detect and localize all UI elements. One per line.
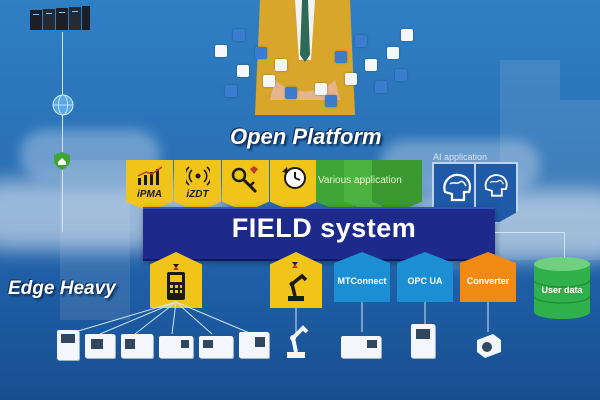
edge-heavy-heading: Edge Heavy [8, 278, 116, 299]
robot-tile[interactable] [270, 252, 322, 308]
clock-icon [282, 167, 306, 189]
key-icon [231, 166, 258, 194]
field-system-title: FIELD system [231, 213, 417, 243]
businessman-figure [255, 0, 355, 115]
server-rack-icon [30, 6, 90, 32]
various-application-label: Various application [318, 175, 402, 186]
ai-application-label: AI application [433, 152, 488, 162]
camera-sensor-icon [475, 332, 503, 358]
controller-icon [167, 264, 185, 300]
machining-center-icon [85, 334, 115, 358]
user-data-cylinder[interactable] [532, 256, 592, 320]
converter-label: Converter [466, 276, 510, 286]
cnc-controller-icon [57, 330, 79, 360]
app-tile-clock[interactable] [270, 160, 317, 212]
app-tile-label: iPMA [137, 189, 162, 200]
mtconnect-label: MTConnect [337, 276, 387, 286]
controller-tile[interactable] [150, 252, 202, 308]
brain-head-icon [484, 174, 508, 197]
opc-ua-tile[interactable]: OPC UA [397, 252, 453, 302]
floating-app-icons [215, 25, 415, 110]
app-tile-label: iZDT [186, 189, 209, 200]
machining-center-icon [121, 334, 153, 358]
opc-ua-label: OPC UA [407, 276, 443, 286]
chart-icon [137, 166, 163, 185]
various-application-tile[interactable] [372, 160, 422, 212]
connector-line [564, 232, 565, 258]
converter-tile[interactable]: Converter [460, 252, 516, 302]
signal-icon [186, 166, 210, 186]
user-data-label: User data [541, 285, 583, 295]
app-tile-key[interactable] [222, 160, 269, 212]
shield-home-icon [54, 152, 70, 170]
connector-line [62, 32, 63, 232]
app-tile-izdt[interactable]: iZDT [174, 160, 221, 212]
lathe-icon [341, 336, 381, 358]
brain-head-icon [443, 173, 472, 202]
ai-application-tile[interactable] [474, 162, 518, 224]
open-platform-heading: Open Platform [230, 124, 382, 149]
robot-arm-icon [281, 318, 311, 358]
lathe-icon [159, 336, 193, 358]
machine-connectors [67, 301, 489, 335]
app-tile-ipma[interactable]: iPMA [126, 160, 173, 212]
lathe-icon [199, 336, 233, 358]
robot-icon [288, 262, 308, 301]
vertical-machine-icon [411, 324, 435, 358]
machining-center-icon [239, 332, 269, 358]
globe-icon [52, 94, 74, 116]
mtconnect-tile[interactable]: MTConnect [334, 252, 390, 302]
field-system-bar [143, 207, 495, 261]
connector-line [495, 232, 565, 233]
machine-row [55, 324, 535, 370]
